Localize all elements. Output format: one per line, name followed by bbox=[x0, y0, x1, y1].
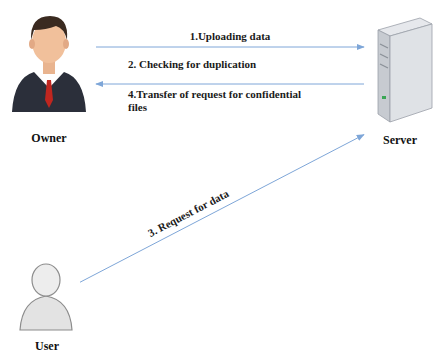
node-label: User bbox=[33, 339, 61, 354]
edge-label: 1.Uploading data bbox=[190, 30, 271, 43]
server-icon bbox=[378, 18, 432, 122]
server-node: Server bbox=[364, 14, 436, 148]
owner-node: Owner bbox=[8, 4, 90, 146]
node-label: Owner bbox=[29, 131, 68, 146]
edge-label-text: 4.Transfer of request for confidential f… bbox=[128, 88, 301, 113]
edge-label-text: 1.Uploading data bbox=[190, 30, 271, 42]
edge-label: 4.Transfer of request for confidential f… bbox=[128, 88, 313, 114]
edge-label: 3. Request for data bbox=[146, 187, 231, 240]
user-icon bbox=[20, 264, 72, 330]
arrow-connector bbox=[96, 47, 364, 48]
edge-label-text: 3. Request for data bbox=[146, 187, 231, 239]
step-label: 2. Checking for duplication bbox=[128, 58, 256, 71]
step-text: 2. Checking for duplication bbox=[128, 58, 256, 70]
owner-icon bbox=[12, 16, 86, 112]
arrow-connector bbox=[80, 135, 364, 283]
user-node: User bbox=[14, 262, 80, 354]
arrow-connector bbox=[96, 84, 364, 85]
node-label: Server bbox=[381, 133, 419, 148]
